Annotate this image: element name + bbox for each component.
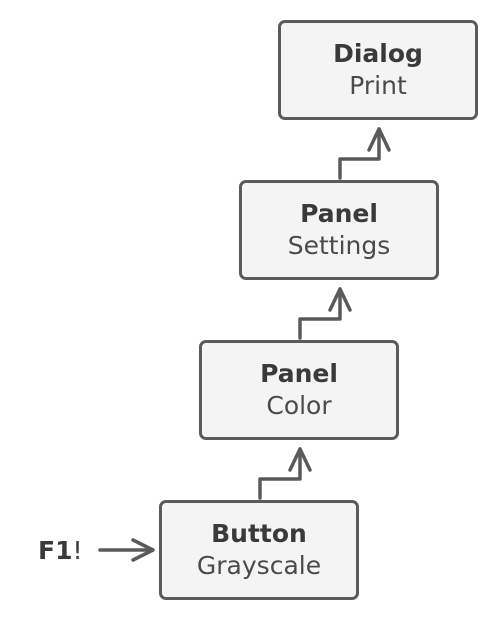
node-type-label: Panel xyxy=(260,359,338,388)
event-key: F1 xyxy=(38,536,73,565)
node-name-label: Print xyxy=(349,71,407,100)
event-arrowhead xyxy=(131,538,155,562)
node-button-grayscale: Button Grayscale xyxy=(159,500,359,600)
connector-button-to-color xyxy=(258,447,302,500)
node-panel-settings: Panel Settings xyxy=(239,180,439,280)
node-dialog-print: Dialog Print xyxy=(278,20,478,120)
node-type-label: Panel xyxy=(300,199,378,228)
connector-settings-to-dialog xyxy=(338,127,381,180)
node-type-label: Button xyxy=(211,519,307,548)
arrowhead-color xyxy=(288,447,312,472)
node-panel-color: Panel Color xyxy=(199,340,399,440)
node-name-label: Settings xyxy=(287,231,391,260)
connector-color-to-settings xyxy=(298,287,342,340)
node-type-label: Dialog xyxy=(333,39,423,68)
arrowhead-settings xyxy=(328,287,352,312)
event-suffix: ! xyxy=(72,536,83,565)
node-name-label: Grayscale xyxy=(196,551,322,580)
arrowhead-dialog xyxy=(367,127,391,152)
event-label: F1! xyxy=(38,535,83,567)
node-name-label: Color xyxy=(266,391,332,420)
